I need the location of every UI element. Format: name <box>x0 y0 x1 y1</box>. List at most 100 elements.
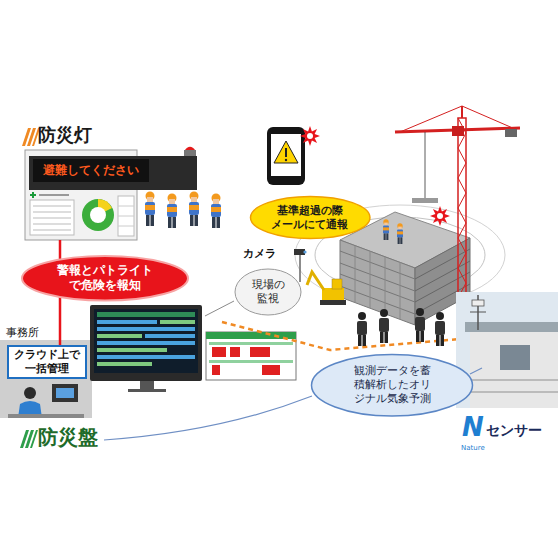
alert-bubble-outline <box>250 197 369 239</box>
signboard-frame <box>118 216 134 217</box>
forecast-bubble-outline <box>312 354 473 416</box>
ground-workers <box>415 308 425 342</box>
signboard-frame <box>25 147 197 240</box>
building-frame <box>340 286 415 314</box>
site-workers <box>145 192 221 229</box>
data-link-line <box>104 396 312 440</box>
signboard-frame <box>118 226 134 227</box>
monitor-leader <box>205 301 234 316</box>
signboard-frame <box>90 207 106 223</box>
logo-text: 防災盤 <box>38 425 98 449</box>
building-frame <box>340 274 415 302</box>
smartphone-icon <box>285 148 287 157</box>
connector-line <box>59 297 62 346</box>
app-screenshot <box>262 365 280 375</box>
tower-crane <box>505 129 517 137</box>
site-fence <box>222 322 472 350</box>
signboard-frame <box>32 192 34 198</box>
office-monitor <box>90 305 202 381</box>
office-room <box>56 388 74 398</box>
logo-text: 防災灯 <box>38 124 92 146</box>
building-frame <box>400 262 401 319</box>
tower-crane <box>462 106 515 129</box>
logo-icon-bosaiban <box>20 430 38 448</box>
app-screenshot <box>206 332 296 380</box>
office-monitor <box>97 348 167 352</box>
monitor-leader <box>205 301 234 316</box>
app-screenshot <box>206 332 296 339</box>
office-monitor <box>160 320 195 324</box>
signboard-frame <box>29 156 197 190</box>
cloud-box: クラウド上で一括管理 <box>7 345 87 379</box>
site-camera <box>303 250 306 253</box>
data-link-line <box>470 368 482 374</box>
cloud-text: クラウド上で一括管理 <box>13 348 81 376</box>
sensor-photo <box>470 312 486 313</box>
connector-line <box>59 240 62 259</box>
tower-crane <box>458 118 466 298</box>
signboard: 避難してください <box>25 150 197 240</box>
app-screenshot <box>209 342 293 345</box>
smartphone-icon <box>267 126 320 185</box>
excavator <box>322 288 344 300</box>
building-frame <box>383 219 389 240</box>
office-monitor <box>97 355 195 359</box>
office-monitor <box>94 309 198 373</box>
office-room <box>52 384 78 402</box>
building-frame <box>385 257 386 314</box>
warning-text: 警報とパトライトで危険を報知 <box>56 263 154 293</box>
excavator <box>332 279 342 289</box>
app-screenshot <box>212 365 220 375</box>
sensor-photo <box>465 322 558 332</box>
app-screenshot <box>230 347 240 357</box>
sensor-photo <box>470 330 558 408</box>
sensor-photo <box>472 300 484 306</box>
office-monitor <box>97 320 157 324</box>
forecast-bubble: 観測データを蓄積解析したオリジナル気象予測 <box>310 353 474 418</box>
office-room <box>8 414 84 418</box>
sensor-photo <box>470 379 558 381</box>
smartphone-icon <box>271 134 301 176</box>
building-frame <box>355 246 356 303</box>
office-monitor <box>97 312 195 317</box>
smartphone-icon <box>274 141 298 163</box>
app-screenshot <box>206 332 296 380</box>
excavator <box>320 300 346 305</box>
site-camera <box>299 254 301 282</box>
sensor-photo <box>500 345 530 370</box>
device-label: カメラ <box>243 247 276 260</box>
monitor-bubble: 現場の監視 <box>234 268 302 316</box>
place-label: 事務所 <box>6 326 39 339</box>
building-frame <box>370 251 371 308</box>
building-frame <box>397 223 403 244</box>
app-screenshot <box>209 360 293 363</box>
signboard-frame <box>33 224 71 225</box>
site-camera <box>294 249 305 255</box>
smartphone-icon <box>300 126 320 146</box>
signboard-frame <box>185 147 195 150</box>
app-screenshot <box>250 347 270 357</box>
logo-text: センサー <box>486 422 542 439</box>
tower-crane <box>412 198 438 203</box>
office-monitor <box>128 389 166 392</box>
warning-bubble: 警報とパトライトで危険を報知 <box>20 254 190 303</box>
signboard-frame <box>82 199 114 231</box>
smartphone-icon <box>285 159 287 161</box>
site-workers <box>145 192 155 227</box>
logo-icon-bosaiban <box>30 430 38 448</box>
tower-crane <box>395 106 520 298</box>
warning-bubble-outline <box>22 256 188 301</box>
signboard-frame <box>33 218 71 219</box>
logo-icon-bosaito <box>22 128 40 146</box>
office-monitor <box>145 334 195 338</box>
office-monitor <box>90 305 202 392</box>
site-workers <box>167 194 177 229</box>
office-monitor <box>97 341 195 345</box>
logo-subtext: Nature <box>461 444 485 452</box>
led-message: 避難してください <box>33 159 149 182</box>
signboard-frame <box>39 194 69 196</box>
office-monitor <box>97 334 142 338</box>
ground-workers <box>357 312 367 346</box>
ground-workers <box>357 308 445 346</box>
